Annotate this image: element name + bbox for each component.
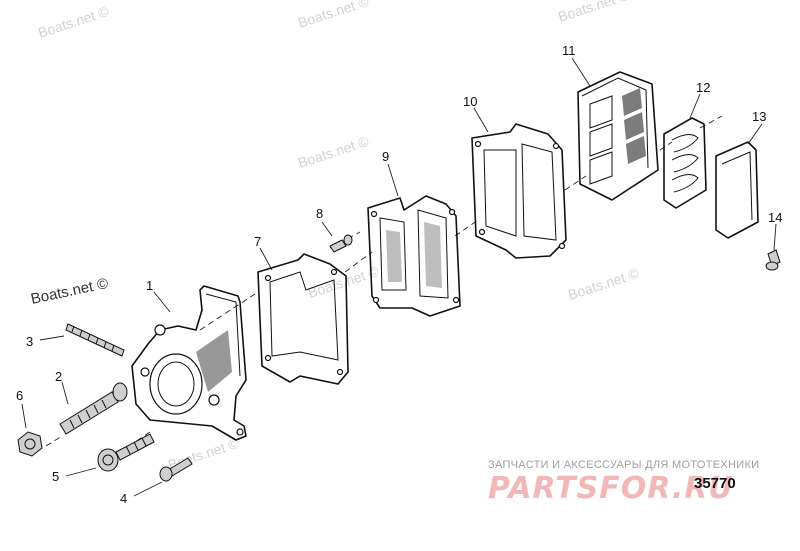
callout-3: 3 xyxy=(26,334,33,349)
part-13-reed-stop xyxy=(715,141,759,239)
callout-4: 4 xyxy=(120,491,127,506)
leader-lines xyxy=(21,57,777,497)
watermark-layer: Boats.net © Boats.net © Boats.net © Boat… xyxy=(29,0,641,473)
brand-watermark: ЗАПЧАСТИ И АКСЕССУАРЫ ДЛЯ МОТОТЕХНИКИ PA… xyxy=(488,459,759,506)
part-9-reed-plate xyxy=(367,195,461,317)
callout-11: 11 xyxy=(562,43,576,58)
part-14-screw xyxy=(765,249,781,271)
diagram-number: 35770 xyxy=(694,475,736,492)
part-7-gasket xyxy=(257,253,349,385)
watermark-text: Boats.net © xyxy=(566,265,641,303)
callout-6: 6 xyxy=(16,388,23,403)
brand-tagline: ЗАПЧАСТИ И АКСЕССУАРЫ ДЛЯ МОТОТЕХНИКИ xyxy=(488,459,759,471)
watermark-text: Boats.net © xyxy=(296,0,371,31)
watermark-text: Boats.net © xyxy=(556,0,631,25)
callout-9: 9 xyxy=(382,149,389,164)
part-10-gasket xyxy=(471,123,567,259)
callout-14: 14 xyxy=(768,210,782,225)
callout-8: 8 xyxy=(316,206,323,221)
callout-12: 12 xyxy=(696,80,710,95)
callout-13: 13 xyxy=(752,109,766,124)
brand-logo: PARTSFOR.RU xyxy=(488,471,734,506)
part-2-screw xyxy=(59,382,128,435)
callout-5: 5 xyxy=(52,469,59,484)
callout-labels: 1 2 3 4 5 6 7 8 9 10 11 12 13 14 xyxy=(16,43,782,506)
callout-7: 7 xyxy=(254,234,261,249)
part-3-stud xyxy=(65,323,125,357)
callout-10: 10 xyxy=(463,94,477,109)
callout-1: 1 xyxy=(146,278,153,293)
part-8-screw xyxy=(329,234,353,253)
part-6-nut xyxy=(17,431,43,457)
part-5-screw xyxy=(97,433,155,472)
part-11-reed-block xyxy=(577,71,659,201)
part-4-screw xyxy=(159,457,193,482)
watermark-text: Boats.net © xyxy=(29,275,109,308)
watermark-text: Boats.net © xyxy=(36,3,111,41)
part-12-reeds xyxy=(663,117,707,209)
callout-2: 2 xyxy=(55,369,62,384)
part-1-reed-housing xyxy=(131,285,247,441)
watermark-text: Boats.net © xyxy=(296,133,371,171)
